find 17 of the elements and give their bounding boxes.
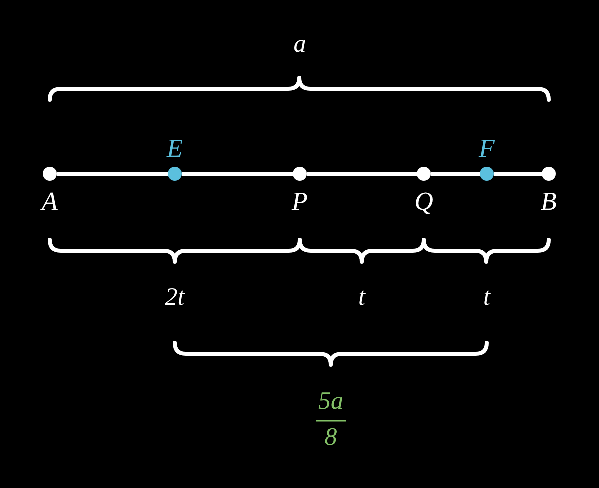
point-label: A [40,188,59,216]
point-label: B [540,188,558,216]
measure-label: 8 [324,424,338,452]
point-label: P [290,188,309,216]
line-segment [182,172,293,176]
point-label: Q [414,188,434,216]
line-segment [57,172,168,176]
point-label: E [166,135,184,163]
measure-label: t [484,284,490,312]
measure-label: 5a [318,388,344,416]
line-segment [494,172,542,176]
measure-label: a [294,31,306,59]
line-segment [307,172,417,176]
measure-label: t [358,284,366,312]
line-segment [431,172,480,176]
point-label: F [478,135,496,163]
measure-label: 2t [165,284,185,312]
